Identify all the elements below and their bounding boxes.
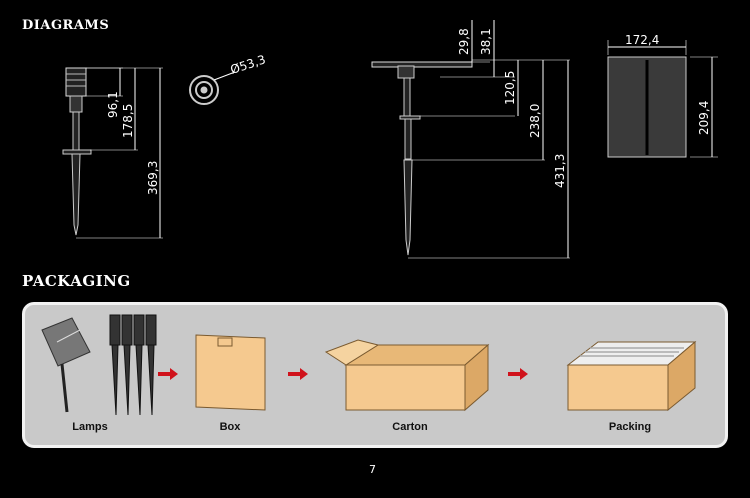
dim-29: 29,8: [457, 28, 471, 55]
diagrams-heading: DIAGRAMS: [22, 18, 110, 33]
dim-172: 172,4: [625, 33, 659, 47]
dim-96: 96,1: [106, 91, 120, 118]
dim-178: 178,5: [121, 104, 135, 138]
spotlight-diagram: [62, 67, 163, 239]
lens-diagram: [189, 71, 236, 105]
carton-illustration: [324, 339, 490, 412]
dim-431: 431,3: [553, 154, 567, 188]
step-box-label: Box: [219, 421, 241, 433]
dim-38: 38,1: [479, 28, 493, 55]
step-lamps-label: Lamps: [72, 421, 108, 433]
page-number: 7: [369, 463, 376, 476]
solar-light-diagram: [371, 20, 570, 259]
dim-238: 238,0: [528, 104, 542, 138]
flow-arrows: [158, 368, 528, 380]
packaging-heading: PACKAGING: [22, 272, 131, 290]
solar-panel-diagram: [607, 40, 718, 158]
step-carton-label: Carton: [392, 421, 428, 433]
dim-369: 369,3: [146, 161, 160, 195]
step-packing-label: Packing: [608, 421, 652, 433]
box-illustration: [195, 334, 266, 411]
packing-illustration: [566, 340, 697, 412]
lamps-illustration: [41, 314, 157, 416]
dim-120: 120,5: [503, 71, 517, 105]
dim-209: 209,4: [697, 101, 711, 135]
